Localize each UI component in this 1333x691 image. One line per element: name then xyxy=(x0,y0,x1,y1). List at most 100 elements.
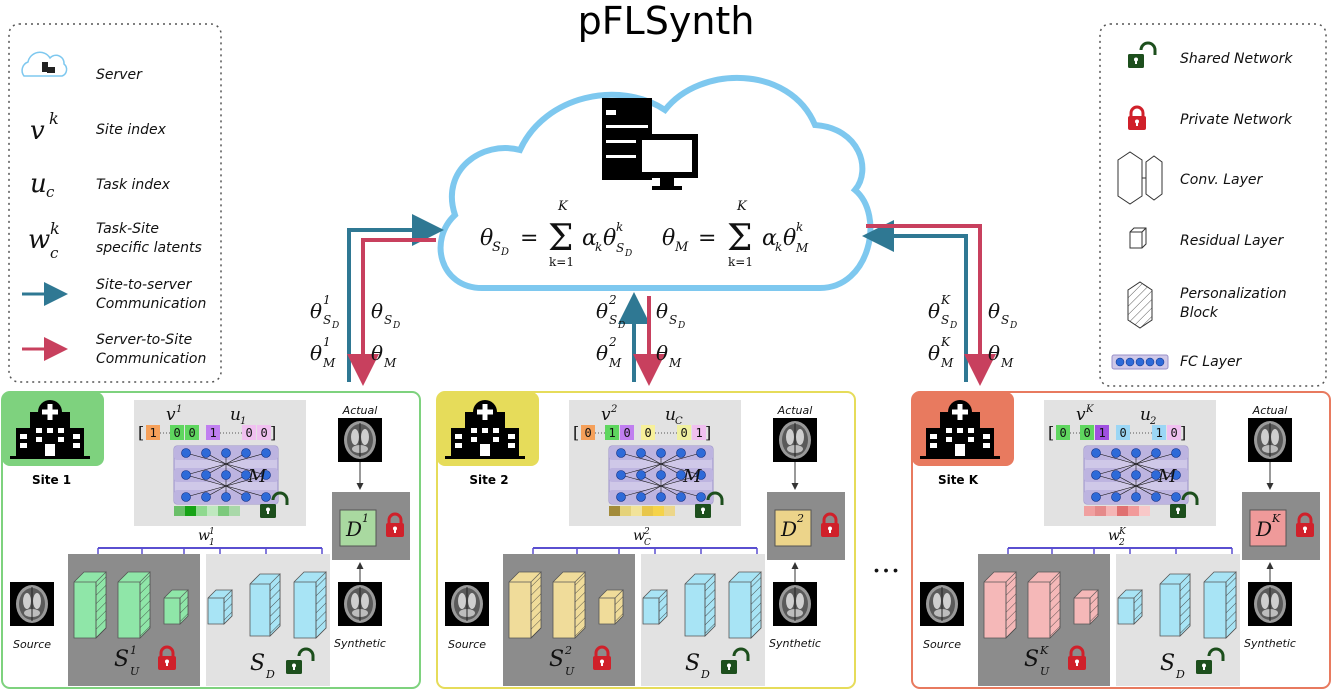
latent-w-sub: C xyxy=(644,538,651,548)
eq1-sum-bottom: k=1 xyxy=(549,255,574,269)
legend-site-index-label: Site index xyxy=(96,122,167,138)
personalization-block xyxy=(508,571,542,639)
discriminator-block xyxy=(1249,509,1287,547)
latent-cell xyxy=(642,506,653,516)
legend-residual-label: Residual Layer xyxy=(1180,233,1284,249)
shared-block xyxy=(249,573,281,637)
legend-fc-label: FC Layer xyxy=(1180,354,1243,370)
legend-left: Server v k Site index u c Task index w k… xyxy=(8,23,222,383)
vector-cell xyxy=(257,425,271,440)
vector-cell-value: 0 xyxy=(1060,426,1067,440)
vector-cell-value: 0 xyxy=(1171,426,1178,440)
latent-cell xyxy=(664,506,675,516)
source-label: Source xyxy=(13,638,51,651)
communication-arrows xyxy=(347,214,996,386)
vector-cell xyxy=(1152,425,1166,440)
latent-cell xyxy=(1106,506,1117,516)
vector-right-bracket: ] xyxy=(705,423,711,442)
source-image xyxy=(919,581,965,627)
source-image xyxy=(444,581,490,627)
eq2-alpha: α xyxy=(762,226,777,251)
legend-task-index-label: Task index xyxy=(96,177,171,193)
shared-block xyxy=(728,571,762,639)
vector-right-bracket: ] xyxy=(270,423,276,442)
shared-block xyxy=(1203,571,1237,639)
latent-cell xyxy=(609,506,620,516)
siteK-up-sub-d: D xyxy=(949,321,957,331)
personalization-block xyxy=(552,571,586,639)
mapper-M: M xyxy=(682,466,702,487)
site-border xyxy=(1,391,421,689)
synthetic-image xyxy=(337,581,383,627)
eq1-sub-d: D xyxy=(500,247,509,258)
vector-cell xyxy=(677,425,691,440)
site2-up-sub-d: D xyxy=(617,321,625,331)
synthetic-label: Synthetic xyxy=(1244,637,1296,650)
aggregation-equation-m: θ M = K Σ k=1 α k θ k M xyxy=(662,199,809,269)
site-u-symbol: u xyxy=(665,405,676,425)
vector-cell xyxy=(1116,425,1130,440)
siteK-downm-theta: θ xyxy=(988,341,1000,365)
siteK-up-sub-s: S xyxy=(941,313,949,327)
site2-upm-sup: 2 xyxy=(608,335,617,349)
vector-cell xyxy=(641,425,655,440)
siteK-upload-arrow xyxy=(862,220,968,382)
eq1-sub-s: S xyxy=(492,240,501,255)
vector-right-bracket: ] xyxy=(1180,423,1186,442)
latent-cell xyxy=(1128,506,1139,516)
site-name: Site 2 xyxy=(469,473,508,487)
vector-left-bracket: [ xyxy=(573,423,579,442)
legend-task-sub: c xyxy=(46,183,55,201)
actual-label: Actual xyxy=(777,404,813,417)
site2-down-sub-d: D xyxy=(677,321,685,331)
site-name: Site K xyxy=(938,473,979,487)
eq2-equals: = xyxy=(698,226,716,251)
sd-sub: D xyxy=(700,668,710,681)
su-sup: K xyxy=(1039,644,1049,657)
discriminator-block xyxy=(774,509,812,547)
site2-upm-sub: M xyxy=(608,356,622,370)
vector-left-bracket: [ xyxy=(138,423,144,442)
latent-cell xyxy=(653,506,664,516)
site-border xyxy=(436,391,856,689)
eq1-equals: = xyxy=(520,226,538,251)
personalization-block xyxy=(1073,589,1099,625)
vector-cell-value: 0 xyxy=(585,426,592,440)
su-S: S xyxy=(1024,647,1039,672)
legend-latent-sup: k xyxy=(50,219,60,238)
personalization-block xyxy=(1027,571,1061,639)
site-v-symbol: v xyxy=(1076,405,1086,425)
shared-block xyxy=(207,589,233,625)
server-icon xyxy=(602,98,698,190)
latent-cell xyxy=(1117,506,1128,516)
eq2-sum-top: K xyxy=(736,199,748,214)
personalization-block xyxy=(983,571,1017,639)
mapper-M: M xyxy=(1157,466,1177,487)
su-sub: U xyxy=(1040,665,1050,678)
vector-cell-value: 1 xyxy=(1099,426,1106,440)
eq1-theta-k: θ xyxy=(603,226,616,251)
site1-download-arrow xyxy=(347,238,436,386)
site-u-sub: C xyxy=(675,416,683,427)
vector-left-bracket: [ xyxy=(1048,423,1054,442)
latent-cell xyxy=(196,506,207,516)
site2-upm-theta: θ xyxy=(596,341,608,365)
latent-cell xyxy=(185,506,196,516)
vector-cell xyxy=(581,425,595,440)
sd-S: S xyxy=(685,651,700,676)
vector-cell-value: 1 xyxy=(150,426,157,440)
su-S: S xyxy=(114,647,129,672)
latent-cell xyxy=(1095,506,1106,516)
discriminator-block xyxy=(339,509,377,547)
site-v-symbol: v xyxy=(166,405,176,425)
site-u-symbol: u xyxy=(1140,405,1151,425)
latent-cell xyxy=(218,506,229,516)
eq2-sum-bottom: k=1 xyxy=(728,255,753,269)
server-cloud: θ S D = K Σ k=1 α k θ k S D θ M = K Σ k=… xyxy=(437,74,874,291)
legend-site-sup: k xyxy=(49,109,59,128)
discriminator-D: D xyxy=(780,517,797,541)
site1-up-sub-d: D xyxy=(331,321,339,331)
siteK-upm-theta: θ xyxy=(928,341,940,365)
latent-cell xyxy=(1084,506,1095,516)
personalization-block xyxy=(73,571,107,639)
